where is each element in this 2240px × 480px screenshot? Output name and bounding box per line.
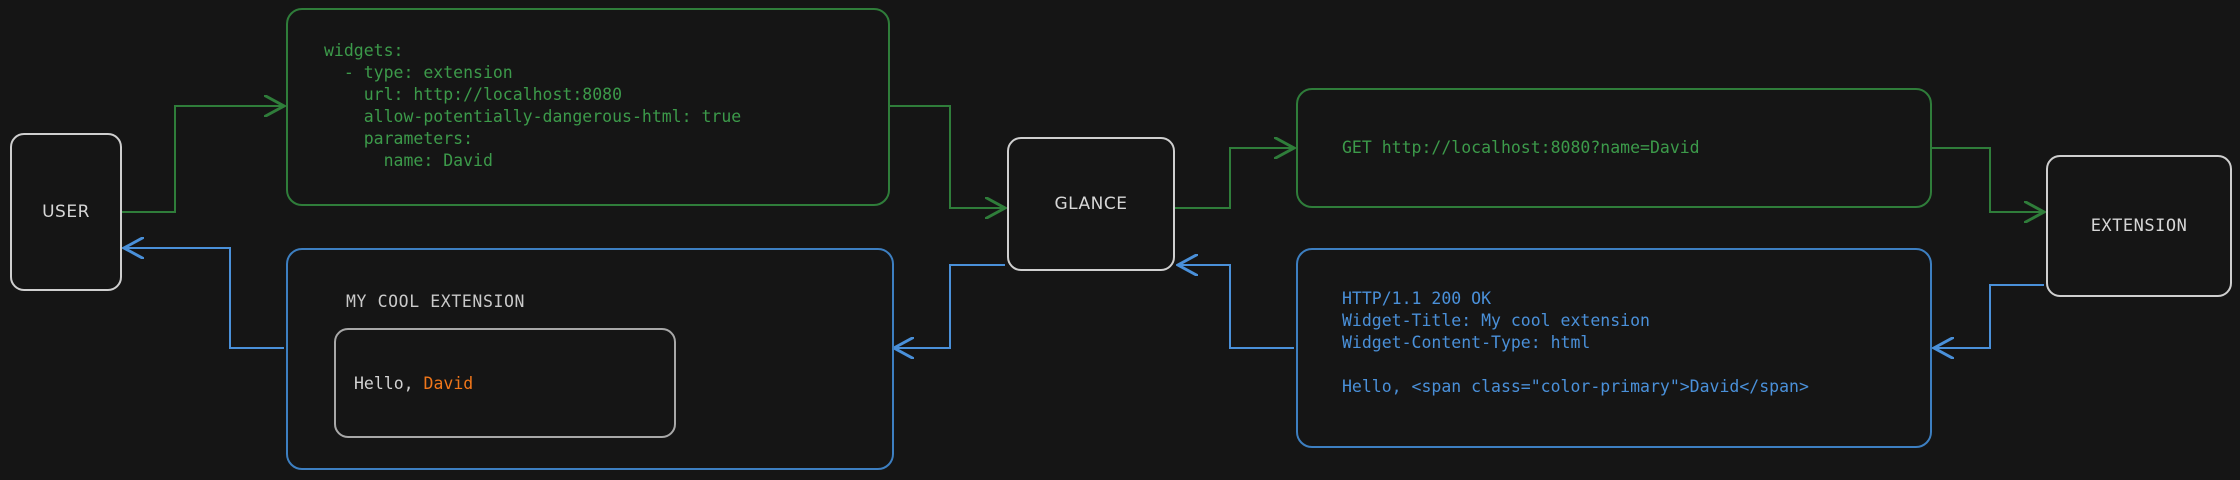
widget-title: MY COOL EXTENSION (346, 292, 526, 311)
panel-http-request[interactable]: GET http://localhost:8080?name=David (1296, 88, 1932, 208)
panel-http-response[interactable]: HTTP/1.1 200 OK Widget-Title: My cool ex… (1296, 248, 1932, 448)
edge-response-to-glance (1178, 265, 1294, 349)
node-user-label: USER (42, 202, 90, 222)
widget-greeting: Hello, David (336, 374, 473, 393)
http-request-code: GET http://localhost:8080?name=David (1342, 138, 1700, 157)
edge-glance-to-widget (894, 264, 1005, 348)
node-glance[interactable]: GLANCE (1007, 137, 1175, 271)
edge-widget-to-user (124, 248, 284, 349)
node-extension-label: EXTENSION (2090, 216, 2188, 236)
panel-config-yaml[interactable]: widgets: - type: extension url: http://l… (286, 8, 890, 206)
node-extension[interactable]: EXTENSION (2046, 155, 2232, 297)
edge-user-to-config (120, 106, 284, 213)
panel-rendered-widget[interactable]: MY COOL EXTENSION Hello, David (286, 248, 894, 470)
edge-extension-to-response (1934, 284, 2044, 348)
edge-glance-to-request (1174, 148, 1294, 209)
node-user[interactable]: USER (10, 133, 122, 291)
node-glance-label: GLANCE (1054, 194, 1128, 214)
widget-greeting-prefix: Hello, (354, 373, 424, 393)
widget-greeting-name: David (423, 373, 474, 393)
http-response-code: HTTP/1.1 200 OK Widget-Title: My cool ex… (1342, 289, 1809, 396)
widget-content-box: Hello, David (334, 328, 676, 438)
edge-config-to-glance (888, 105, 1005, 208)
edge-request-to-extension (1930, 147, 2044, 212)
config-yaml-code: widgets: - type: extension url: http://l… (324, 41, 742, 170)
